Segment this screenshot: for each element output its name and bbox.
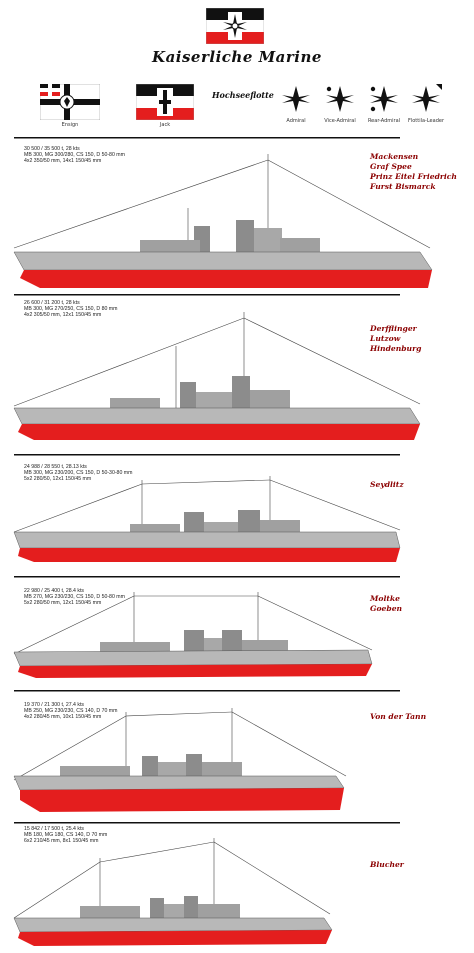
hull-upper [13,775,345,791]
hull-red [18,548,400,562]
ship-profile [13,312,421,456]
hull-upper [13,917,333,933]
admiral-flag-icon [280,84,312,114]
ship-profile [13,838,333,946]
hull-upper [13,649,373,667]
rear-admiral-flag-icon [368,84,400,114]
superstructure [140,220,320,254]
ship-profile [13,592,400,692]
section-scale-bar [14,690,400,692]
section-scale-bar [14,822,400,824]
flottila-leader-label: Flottila-Leader [407,118,445,124]
ship-specs: 30 500 / 35 500 t, 28 kts MB 300, MG 300… [24,146,125,165]
vice-admiral-flag-icon [324,84,356,114]
page-title: Kaiserliche Marine [152,48,322,66]
jack-label: Jack [159,122,171,128]
hull-upper [13,251,433,271]
ship-specs: 24 988 / 28 550 t, 28.13 kts MB 300, MG … [24,464,133,483]
ship-profile [13,154,433,296]
ship-specs: 19 370 / 21 300 t, 27.4 kts MB 250, MG 2… [24,702,118,721]
masts-and-rigging [13,708,347,781]
hull-red [20,788,344,812]
section-scale-bar [14,454,400,456]
ship-names: Mackensen Graf Spee Prinz Eitel Friedric… [370,152,457,191]
masts-and-rigging [13,592,373,655]
ensign-label: Ensign [61,122,79,128]
ship-names: Derfflinger Lutzow Hindenburg [370,324,422,353]
ship-profile [13,708,400,824]
hull-upper [13,531,401,549]
header-scale-bar [14,137,400,139]
hull-red [18,424,420,440]
superstructure [60,754,242,776]
section-scale-bar [14,294,400,296]
ship-names: Moltke Goeben [370,594,403,613]
superstructure [100,630,288,652]
hull-red [18,930,332,946]
masts-and-rigging [13,476,401,534]
hull-upper [13,407,421,425]
imperial-war-flag-icon [206,8,264,44]
ship-names: Von der Tann [370,712,427,721]
masts-and-rigging [13,154,431,254]
ensign-flag-icon [40,84,100,120]
ship-specs: 26 600 / 31 200 t, 28 kts MB 300, MG 270… [24,300,118,319]
superstructure [110,376,290,410]
ship-specs: 22 980 / 25 400 t, 28.4 kts MB 270, MG 2… [24,588,125,607]
ship-names: Seydlitz [370,480,404,489]
superstructure [130,510,300,534]
fleet-name: Hochseeflotte [212,90,274,100]
ship-names: Blucher [370,860,404,869]
ship-specs: 15 842 / 17 500 t, 25.4 kts MB 180, MG 1… [24,826,108,845]
flottila-leader-flag-icon [410,84,442,114]
rear-admiral-label: Rear-Admiral [367,118,401,124]
admiral-label: Admiral [286,118,306,124]
ship-profile [13,476,401,578]
vice-admiral-label: Vice-Admiral [324,118,356,124]
hull-red [18,664,372,678]
superstructure [80,896,240,918]
jack-flag-icon [136,84,194,120]
hull-red [20,270,432,288]
section-scale-bar [14,576,400,578]
